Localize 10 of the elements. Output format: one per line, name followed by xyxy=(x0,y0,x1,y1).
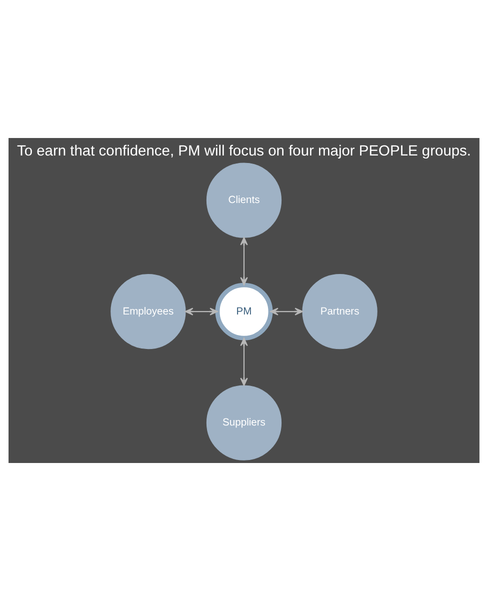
node-circle: Partners xyxy=(302,273,378,349)
arrow xyxy=(240,236,248,285)
node-circle: PM xyxy=(215,282,273,340)
node-circle: Suppliers xyxy=(206,384,282,460)
node-circle: Employees xyxy=(110,273,186,349)
node-circle: Clients xyxy=(206,162,282,238)
arrow xyxy=(184,307,218,315)
arrow xyxy=(240,337,248,386)
arrow xyxy=(270,307,304,315)
diagram-title: To earn that confidence, PM will focus on four major PEOPLE groups. xyxy=(16,143,472,160)
